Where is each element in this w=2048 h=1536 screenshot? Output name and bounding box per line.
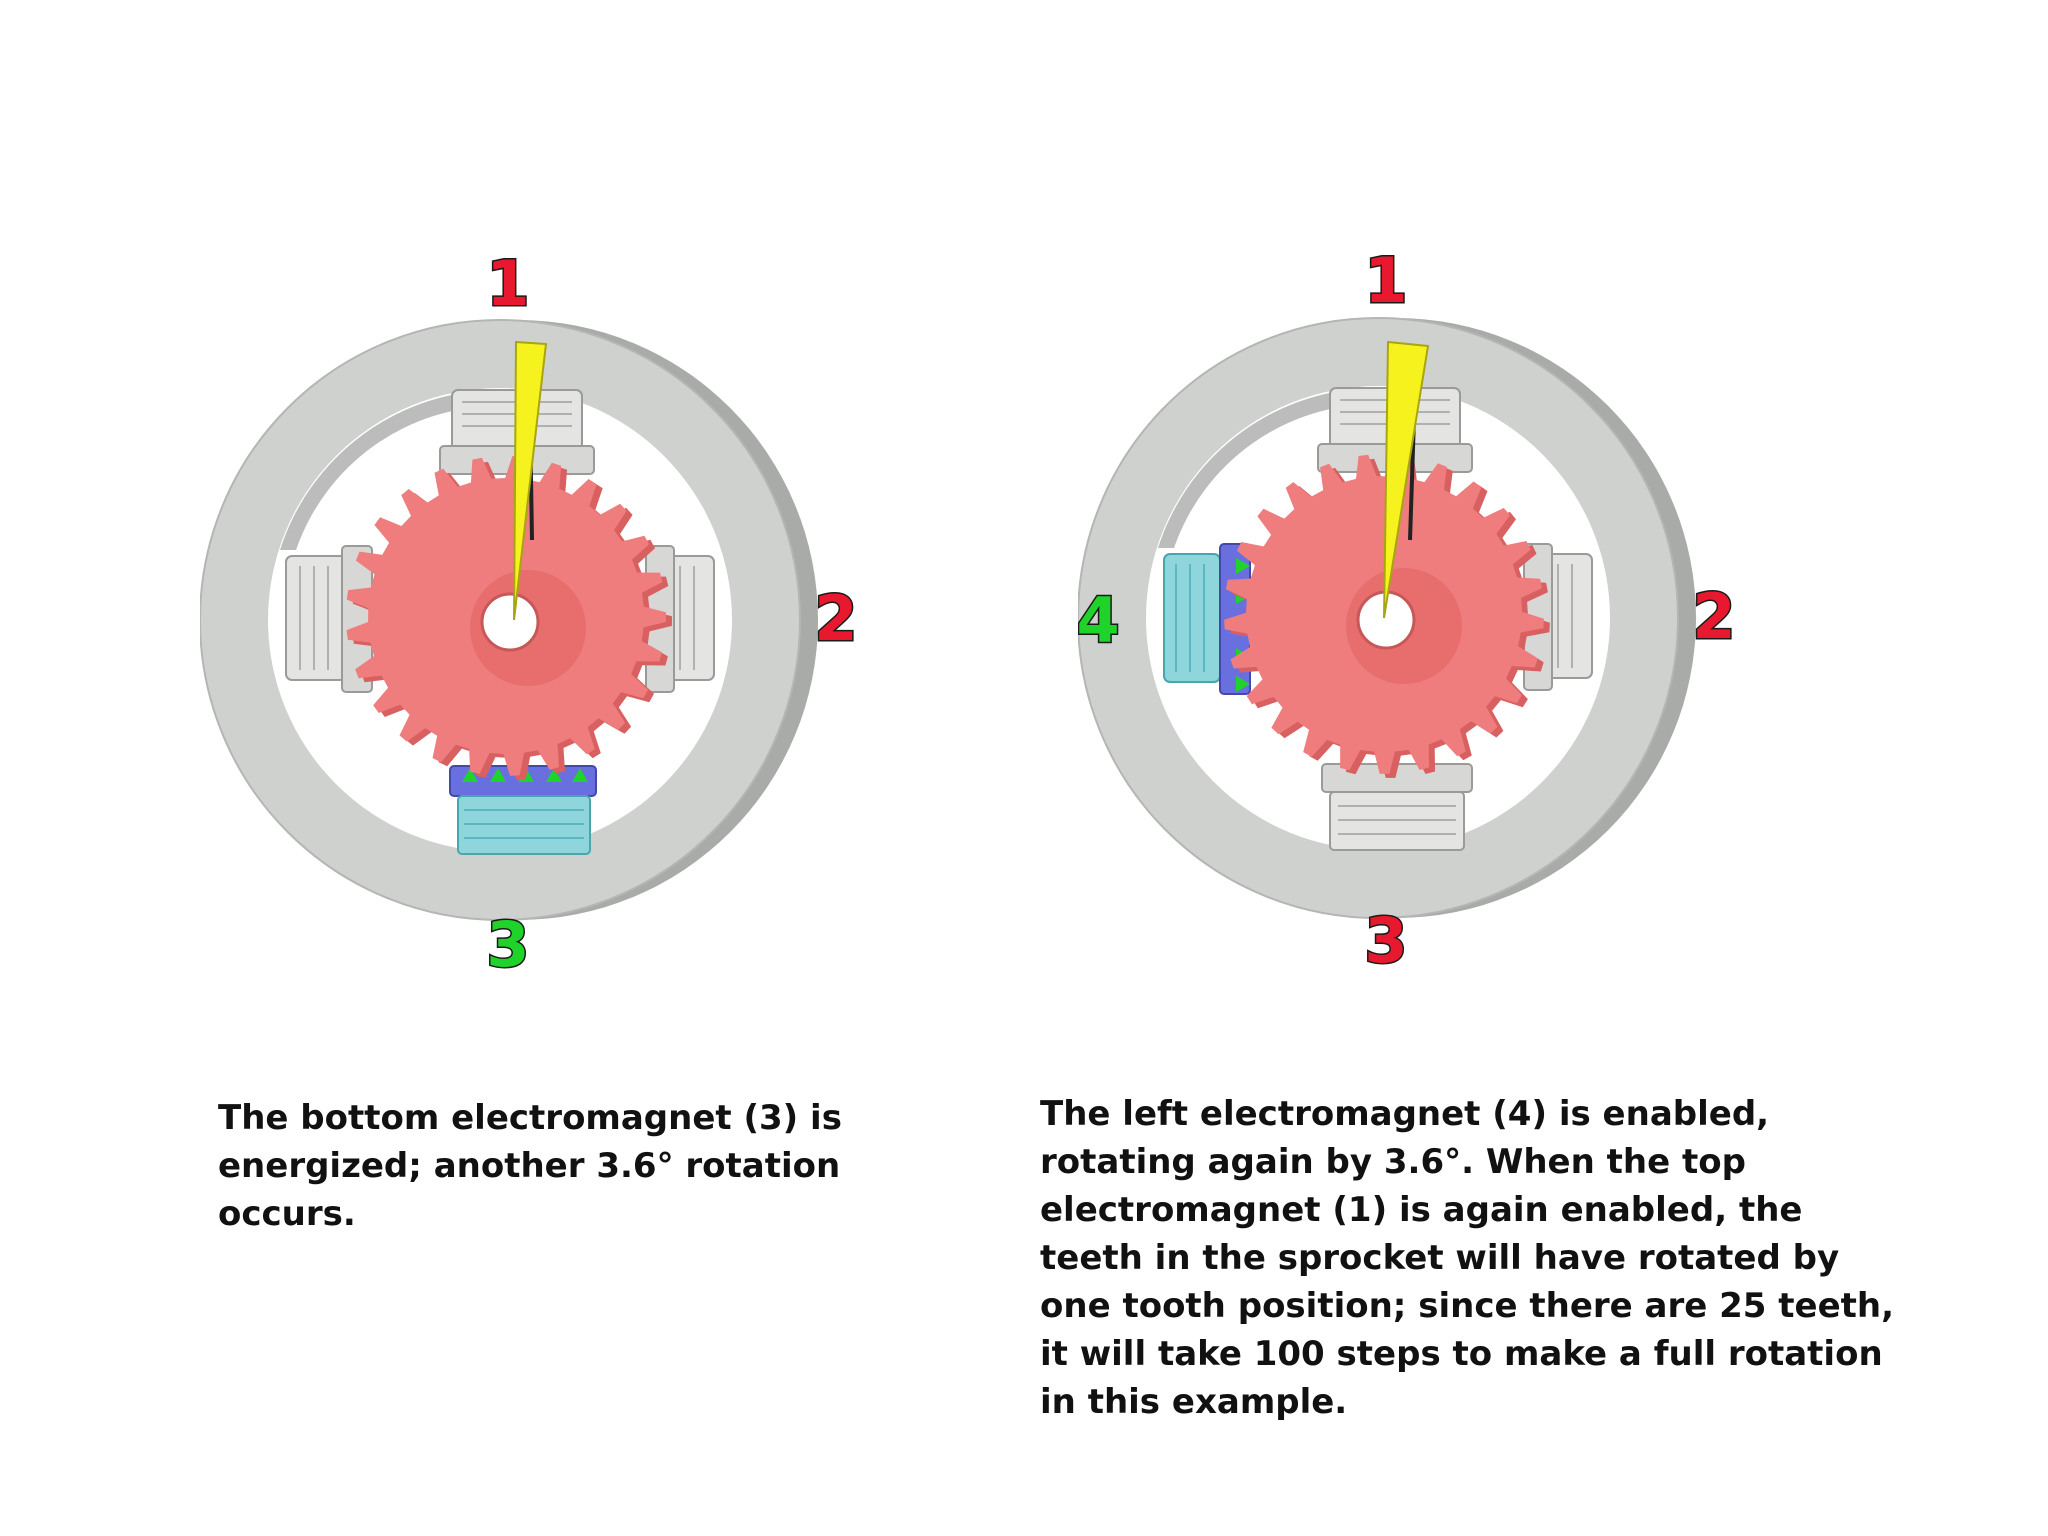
motor-right-graphic: 1 2 3 4: [1078, 250, 1737, 979]
caption-left: The bottom electromagnet (3) is energize…: [218, 1098, 842, 1234]
stepper-motor-diagram-right: 1 2 3 4: [1078, 250, 1738, 990]
stepper-motor-diagram-left: 1 2 3: [200, 250, 860, 990]
rotor-sprocket: [346, 456, 672, 780]
rotation-pointer: [1383, 340, 1430, 619]
label-electromagnet-2: 2: [1692, 580, 1735, 653]
label-electromagnet-2: 2: [814, 582, 857, 655]
electromagnet-3: [1321, 763, 1473, 851]
electromagnet-4: [285, 545, 373, 693]
label-electromagnet-1: 1: [1364, 250, 1407, 317]
label-electromagnet-3: 3: [1364, 904, 1407, 977]
caption-right: The left electromagnet (4) is enabled, r…: [1040, 1094, 1895, 1422]
rotor-shaft-hole: [480, 592, 540, 652]
motor-left-graphic: 1 2 3: [200, 250, 859, 983]
label-electromagnet-4: 4: [1078, 584, 1120, 657]
label-electromagnet-3: 3: [486, 908, 529, 981]
label-electromagnet-1: 1: [486, 250, 529, 320]
rotation-pointer: [513, 340, 548, 621]
